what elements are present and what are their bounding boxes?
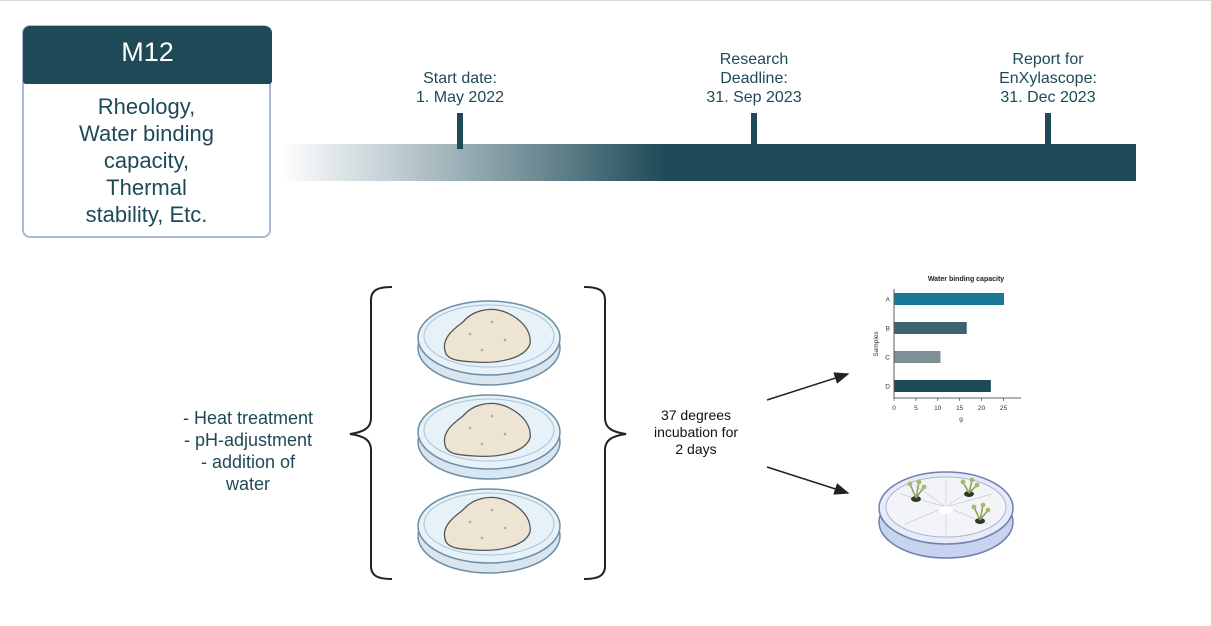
timeline-tick-start (457, 113, 463, 149)
y-tick-label: D (885, 384, 890, 391)
chart-ylabel: Samples (873, 331, 880, 357)
x-tick-label: 10 (934, 405, 942, 412)
x-tick-label: 0 (892, 405, 896, 412)
y-tick-label: A (886, 297, 891, 304)
card-title: M12 (23, 26, 272, 84)
left-brace (349, 286, 393, 580)
card-body: Rheology, Water binding capacity, Therma… (79, 94, 214, 227)
sprout-1 (907, 479, 927, 502)
water-binding-chart: Water binding capacity Samples g A B C D 0 5 1… (873, 276, 1021, 423)
m12-card: M12 Rheology, Water binding capacity, Th… (22, 25, 272, 238)
milestone-start: Start date: 1. May 2022 (415, 70, 505, 106)
chart-xlabel: g (959, 416, 963, 423)
top-rule (0, 0, 1211, 1)
milestone-research-deadline: Research Deadline: 31. Sep 2023 (706, 51, 802, 106)
petri-dish-1 (417, 300, 561, 386)
timeline-bar (280, 144, 1136, 181)
x-tick-label: 25 (1000, 405, 1008, 412)
x-tick-label: 15 (956, 405, 964, 412)
petri-dish-2 (417, 394, 561, 480)
chart-title: Water binding capacity (928, 276, 1004, 283)
x-tick-label: 5 (914, 405, 918, 412)
y-tick-label: B (886, 326, 890, 333)
sprout-2 (960, 477, 980, 497)
y-tick-label: C (885, 355, 890, 362)
culture-dish (878, 471, 1014, 559)
treatment-list: - Heat treatment - pH-adjustment - addit… (182, 408, 314, 494)
bar-a (894, 293, 1004, 305)
petri-dish-3 (417, 488, 561, 574)
x-tick-label: 20 (978, 405, 986, 412)
right-brace (583, 286, 627, 580)
arrow-to-culture-dish (766, 466, 850, 495)
milestone-report: Report for EnXylascope: 31. Dec 2023 (999, 51, 1097, 106)
bar-c (894, 351, 941, 363)
sprout-3 (971, 502, 991, 524)
timeline-tick-report (1045, 113, 1051, 149)
timeline-tick-research (751, 113, 757, 149)
arrow-to-chart (766, 372, 850, 401)
bar-d (894, 380, 991, 392)
incubation-label: 37 degrees incubation for 2 days (653, 407, 739, 457)
bar-b (894, 322, 967, 334)
